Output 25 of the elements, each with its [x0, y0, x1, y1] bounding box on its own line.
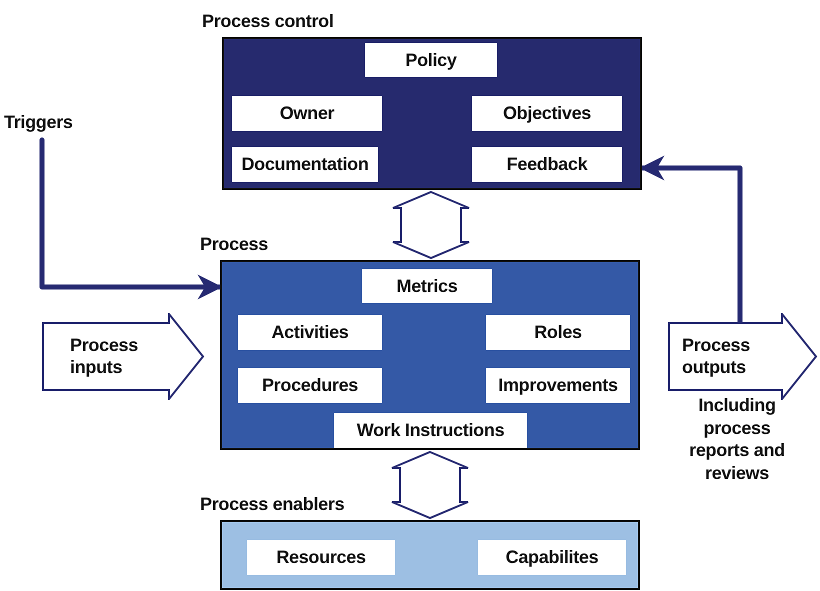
panel-heading: Process [200, 234, 268, 255]
label-box: Work Instructions [334, 413, 527, 448]
label-box: Feedback [472, 147, 622, 182]
double-block-arrow [392, 190, 470, 260]
arrow-label: Process outputs [682, 334, 751, 378]
label-box: Activities [238, 315, 382, 350]
output-note: Including process reports and reviews [688, 394, 786, 484]
label-box: Documentation [232, 147, 378, 182]
label-box: Resources [247, 540, 395, 575]
label-box: Policy [365, 43, 497, 77]
label-box: Capabilites [478, 540, 626, 575]
label-box: Owner [232, 96, 382, 131]
label-box: Objectives [472, 96, 622, 131]
output-arrow [668, 313, 818, 400]
input-arrow [42, 313, 205, 400]
panel-heading: Process control [202, 11, 334, 32]
arrow-label: Process inputs [70, 334, 139, 378]
panel-heading: Process enablers [200, 494, 344, 515]
arrow [40, 138, 222, 300]
label-box: Metrics [362, 269, 492, 303]
label-box: Roles [486, 315, 630, 350]
trigger-label: Triggers [4, 112, 73, 132]
label-box: Improvements [486, 368, 630, 403]
double-block-arrow [391, 450, 469, 520]
label-box: Procedures [238, 368, 382, 403]
